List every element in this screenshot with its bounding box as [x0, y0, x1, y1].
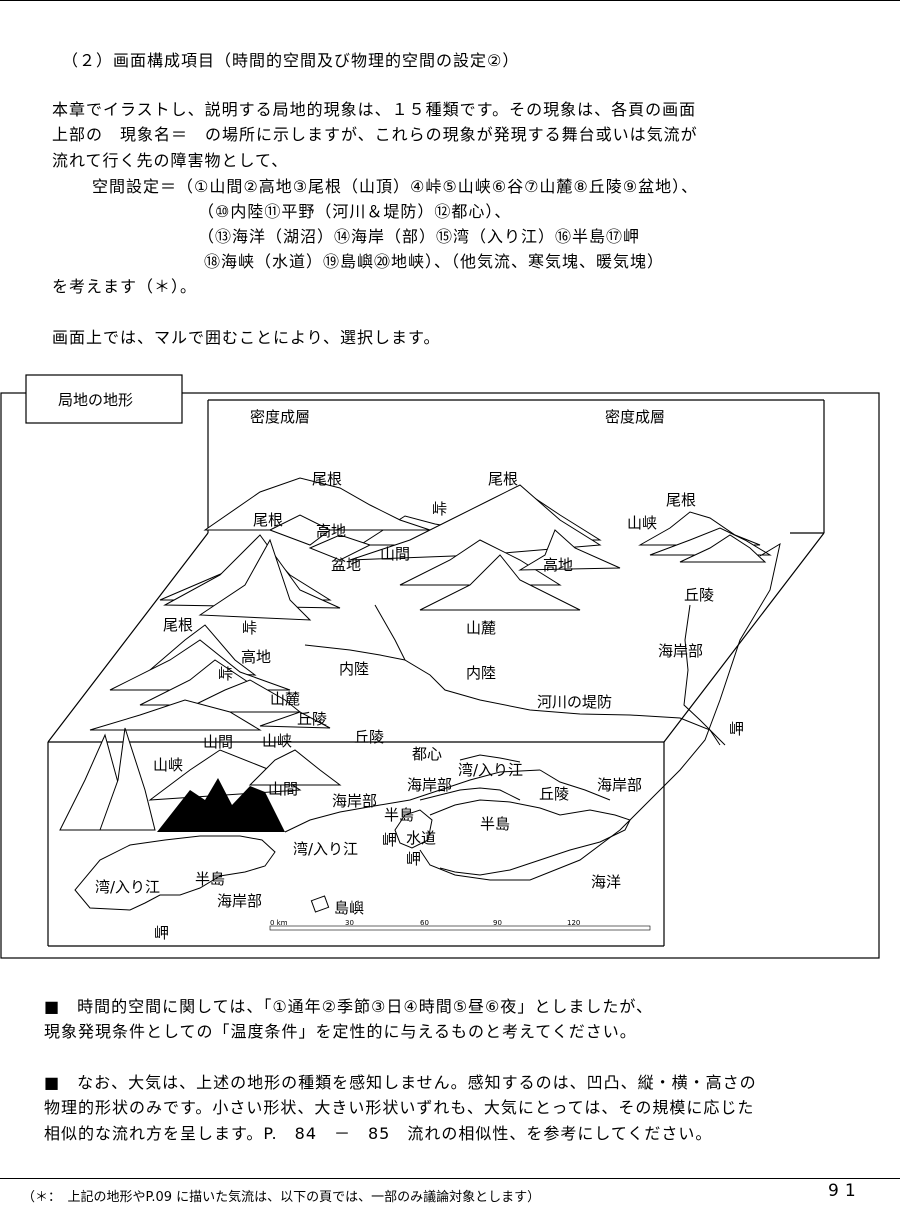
label-hills: 丘陵: [354, 728, 384, 746]
local-terrain-figure: 局地の地形: [0, 370, 900, 970]
label-coast: 海岸部: [597, 776, 642, 794]
label-foothill: 山麓: [270, 690, 300, 708]
label-hills: 丘陵: [297, 710, 327, 728]
label-coast: 海岸部: [217, 892, 262, 910]
scale-tick-30: 30: [345, 919, 354, 927]
label-coast: 海岸部: [658, 642, 703, 660]
label-between-mountains: 山間: [203, 733, 233, 751]
label-pass: 峠: [242, 619, 257, 637]
selection-instruction: 画面上では、マルで囲むことにより、選択します。: [52, 324, 440, 348]
label-basin: 盆地: [331, 556, 361, 574]
label-bay: 湾/入り江: [458, 761, 523, 779]
figure-frame: [1, 393, 879, 958]
label-coast: 海岸部: [407, 776, 452, 794]
note-1-line-1: ■ 時間的空間に関しては、「①通年②季節③日④時間⑤昼⑥夜」としましたが、: [44, 993, 653, 1017]
label-cape: 岬: [729, 720, 744, 738]
label-hills: 丘陵: [684, 586, 714, 604]
scale-tick-0: 0 km: [270, 919, 288, 927]
scale-bar: 0 km 30 60 90 120: [270, 919, 650, 930]
island-shape: [311, 896, 328, 912]
label-pass: 峠: [218, 665, 233, 683]
note-2-line-3: 相似的な流れ方を呈します。P. 84 － 85 流れの相似性、を参考にしてくださ…: [44, 1120, 712, 1144]
label-ocean: 海洋: [591, 873, 621, 891]
label-ridge: 尾根: [666, 491, 696, 509]
label-gorge: 山峡: [627, 514, 657, 532]
footer-rule: [0, 1178, 900, 1179]
label-bay: 湾/入り江: [293, 840, 358, 858]
label-peninsula: 半島: [384, 806, 414, 824]
section-heading: （２）画面構成項目（時間的空間及び物理的空間の設定②）: [62, 47, 519, 71]
space-setting-line-2: （⑩内陸⑪平野（河川＆堤防）⑫都心）、: [198, 198, 511, 222]
scale-tick-60: 60: [420, 919, 429, 927]
label-cape: 岬: [382, 831, 397, 849]
label-gorge: 山峡: [262, 732, 292, 750]
label-ridge: 尾根: [163, 616, 193, 634]
label-gorge: 山峡: [153, 756, 183, 774]
intro-line-3: 流れて行く先の障害物として、: [52, 147, 288, 171]
space-setting-line-1: 空間設定＝（①山間②高地③尾根（山頂）④峠⑤山峡⑥谷⑦山麓⑧丘陵⑨盆地）、: [92, 173, 698, 197]
space-setting-line-3: （⑬海洋（湖沼）⑭海岸（部）⑮湾（入り江）⑯半島⑰岬: [198, 223, 640, 247]
label-peninsula: 半島: [480, 815, 510, 833]
label-highland: 高地: [543, 556, 573, 574]
label-city-center: 都心: [412, 745, 442, 763]
label-coast: 海岸部: [332, 792, 377, 810]
label-inland: 内陸: [466, 664, 496, 682]
label-hills: 丘陵: [539, 785, 569, 803]
consider-text: を考えます（＊）。: [52, 273, 197, 297]
scale-tick-120: 120: [567, 919, 580, 927]
label-pass: 峠: [432, 500, 447, 518]
label-ridge: 尾根: [488, 470, 518, 488]
label-between-mountains: 山間: [268, 780, 298, 798]
scale-tick-90: 90: [493, 919, 502, 927]
label-ridge: 尾根: [312, 470, 342, 488]
label-inland: 内陸: [339, 660, 369, 678]
label-foothill: 山麓: [466, 619, 496, 637]
label-ridge: 尾根: [253, 511, 283, 529]
label-cape: 岬: [406, 850, 421, 868]
note-2-line-2: 物理的形状のみです。小さい形状、大きい形状いずれも、大気にとっては、その規模に応…: [44, 1094, 754, 1118]
label-islands: 島嶼: [334, 899, 364, 917]
label-between-mountains: 山間: [380, 545, 410, 563]
top-rule: [0, 0, 900, 1]
label-channel: 水道: [406, 829, 436, 847]
space-setting-line-4: ⑱海峡（水道）⑲島嶼⑳地峡）、（他気流、寒気塊、暖気塊）: [204, 248, 664, 272]
label-stratification-right: 密度成層: [605, 408, 665, 426]
page-number: 91: [828, 1181, 862, 1201]
label-cape: 岬: [154, 924, 169, 942]
label-peninsula: 半島: [195, 870, 225, 888]
note-2-line-1: ■ なお、大気は、上述の地形の種類を感知しません。感知するのは、凹凸、縦・横・高…: [44, 1069, 757, 1093]
intro-line-2: 上部の 現象名＝ の場所に示しますが、これらの現象が発現する舞台或いは気流が: [52, 121, 698, 145]
label-highland: 高地: [316, 522, 346, 540]
label-bay: 湾/入り江: [95, 878, 160, 896]
figure-title: 局地の地形: [58, 391, 133, 409]
label-stratification-left: 密度成層: [250, 408, 310, 426]
intro-line-1: 本章でイラストし、説明する局地的現象は、１５種類です。その現象は、各頁の画面: [52, 96, 696, 120]
footnote: （＊： 上記の地形やP.09 に描いた気流は、以下の頁では、一部のみ議論対象とし…: [22, 1186, 540, 1205]
label-river-levee: 河川の堤防: [537, 693, 612, 711]
label-highland: 高地: [241, 648, 271, 666]
note-1-line-2: 現象発現条件としての「温度条件」を定性的に与えるものと考えてください。: [44, 1018, 637, 1042]
